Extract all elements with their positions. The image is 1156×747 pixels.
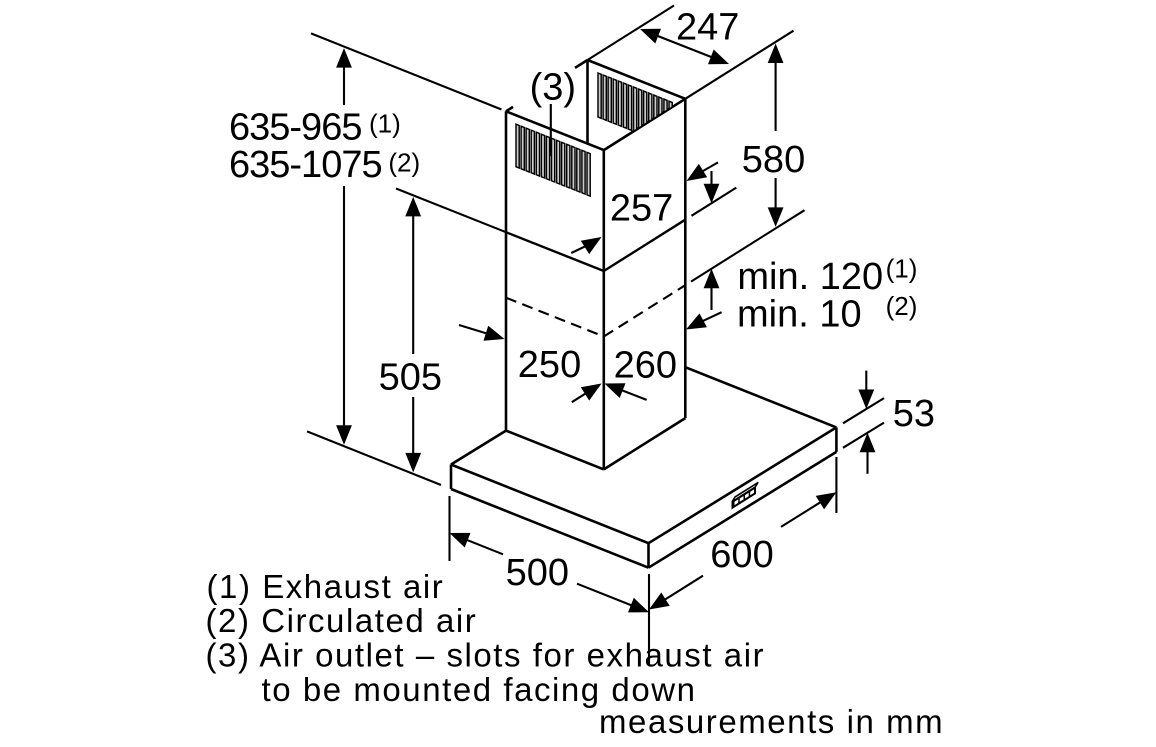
svg-text:600: 600 (710, 534, 773, 576)
svg-text:(2): (2) (388, 147, 420, 177)
svg-text:635-1075: 635-1075 (229, 144, 382, 186)
svg-text:250: 250 (518, 344, 581, 386)
svg-text:(1): (1) (369, 109, 401, 139)
svg-text:measurements in mm: measurements in mm (599, 703, 944, 740)
svg-text:to be mounted facing down: to be mounted facing down (262, 671, 697, 708)
svg-text:53: 53 (893, 393, 935, 435)
svg-text:(2) Circulated air: (2) Circulated air (206, 602, 478, 639)
svg-text:(1) Exhaust air: (1) Exhaust air (207, 568, 445, 605)
svg-text:247: 247 (676, 6, 739, 48)
svg-text:505: 505 (379, 356, 442, 398)
svg-text:min. 120: min. 120 (737, 256, 883, 298)
svg-text:min. 10: min. 10 (737, 294, 862, 336)
svg-text:257: 257 (610, 187, 673, 229)
svg-text:635-965: 635-965 (229, 106, 361, 148)
svg-text:500: 500 (506, 552, 569, 594)
svg-text:(3) Air outlet – slots for exh: (3) Air outlet – slots for exhaust air (206, 637, 766, 674)
svg-text:(1): (1) (886, 253, 918, 283)
svg-text:580: 580 (742, 139, 805, 181)
svg-text:(3): (3) (530, 67, 576, 109)
svg-text:260: 260 (614, 345, 677, 387)
svg-text:(2): (2) (886, 291, 918, 321)
